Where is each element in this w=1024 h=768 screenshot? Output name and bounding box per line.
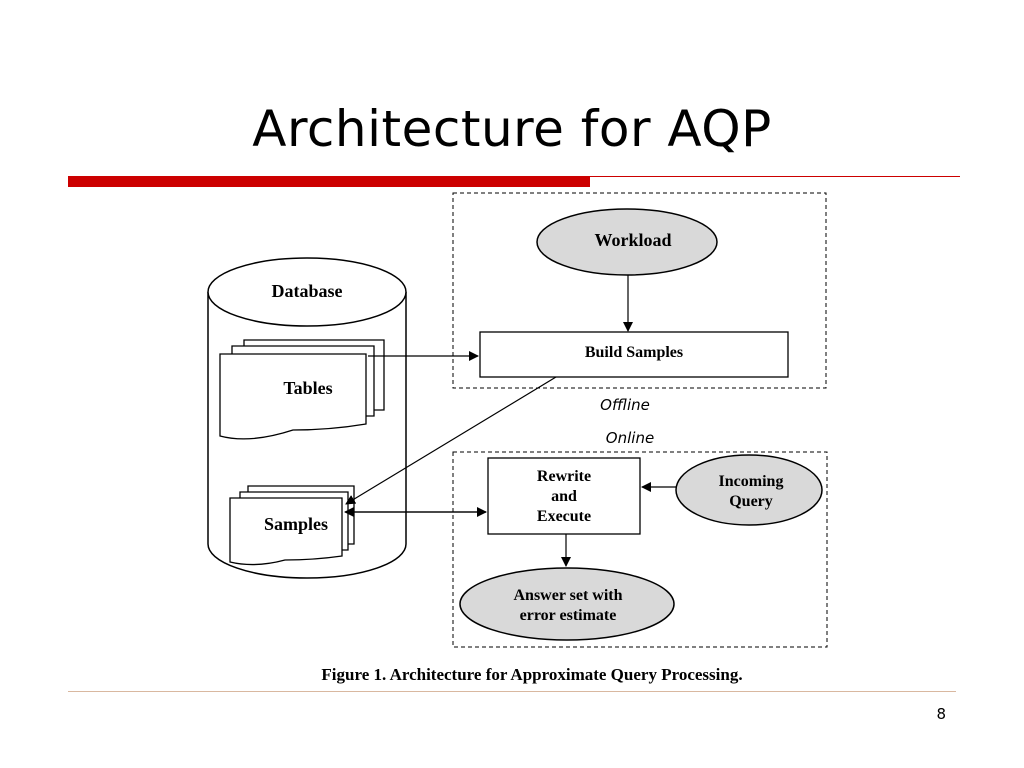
workload-ellipse [536,208,718,276]
answer-set-line-1: Answer set with [513,587,622,604]
build-samples-label: Build Samples [585,344,683,361]
rewrite-line-3: Execute [537,508,591,525]
incoming-query-line-2: Query [729,493,773,510]
figure-caption: Figure 1. Architecture for Approximate Q… [321,665,742,684]
answer-set-line-2: error estimate [520,607,617,624]
online-label: Online [606,429,654,447]
database-label: Database [272,281,343,301]
offline-label: Offline [600,396,650,414]
workload-label: Workload [594,230,671,250]
offline-region [452,192,827,389]
arrow-build-to-samples [345,376,557,505]
tables-document-stack [219,339,385,440]
rewrite-line-2: and [551,488,577,505]
samples-document-stack [229,485,355,566]
tables-label: Tables [283,378,332,398]
slide-title: Architecture for AQP [252,100,772,158]
answer-set-ellipse [459,567,675,641]
build-samples-box [479,331,789,378]
incoming-query-ellipse [675,454,823,526]
rewrite-execute-box [487,457,641,535]
online-region [452,451,828,648]
samples-label: Samples [264,514,328,534]
title-underline-red [68,176,590,187]
page-number: 8 [936,705,946,723]
incoming-query-line-1: Incoming [719,473,784,490]
rewrite-line-1: Rewrite [537,468,591,485]
